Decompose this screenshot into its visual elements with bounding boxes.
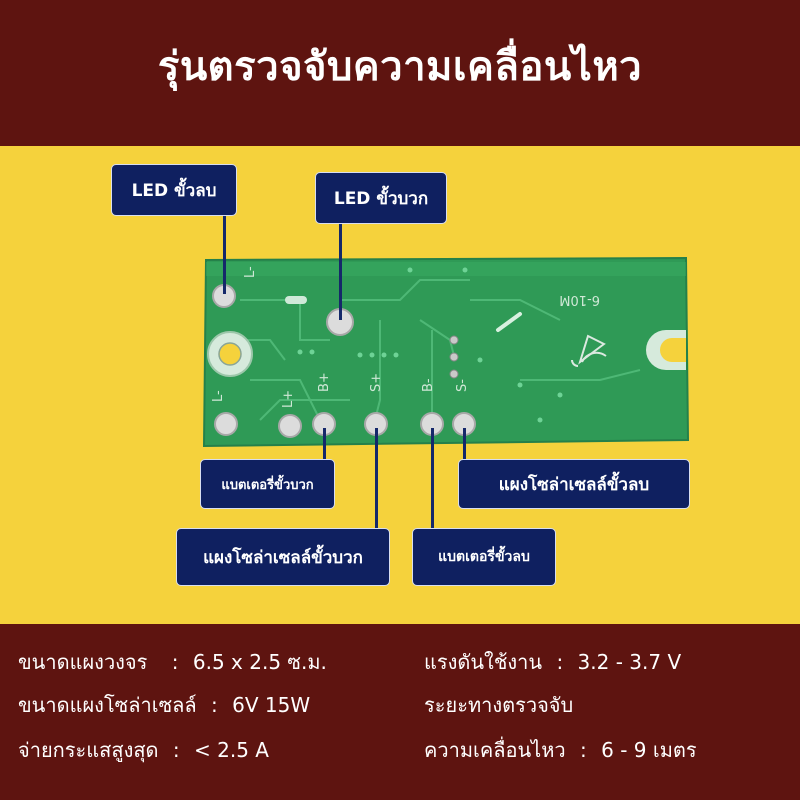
- spec-separator: :: [172, 738, 180, 762]
- sensor-pins: [449, 335, 459, 379]
- silk-l-plus: L+: [281, 390, 296, 408]
- spec-range-label-line1: ระยะทางตรวจจับ: [424, 689, 573, 721]
- silk-s-plus: S+: [369, 373, 384, 392]
- leader-led-negative: [223, 214, 226, 294]
- solder-pads: [212, 284, 476, 438]
- spec-board-size: ขนาดแผงวงจร : 6.5 x 2.5 ซ.ม.: [18, 646, 327, 678]
- callout-battery-negative: แบตเตอรี่ขั้วลบ: [412, 528, 556, 586]
- spec-solar-size: ขนาดแผงโซล่าเซลล์ : 6V 15W: [18, 689, 310, 721]
- silk-b-minus: B-: [421, 378, 436, 392]
- spec-board-size-label: ขนาดแผงวงจร: [18, 650, 148, 674]
- silk-l-minus-bottom: L-: [211, 390, 226, 402]
- pcb-vias: [297, 267, 563, 423]
- header-banner: รุ่นตรวจจับความเคลื่อนไหว: [0, 0, 800, 146]
- spec-board-size-value: 6.5 x 2.5 ซ.ม.: [192, 650, 327, 674]
- spec-separator: :: [556, 650, 564, 674]
- spec-max-current: จ่ายกระแสสูงสุด : < 2.5 A: [18, 734, 269, 766]
- radar-icon: [571, 334, 607, 367]
- leader-battery-negative: [431, 428, 434, 528]
- spec-voltage: แรงดันใช้งาน : 3.2 - 3.7 V: [424, 646, 681, 678]
- spec-separator: :: [211, 693, 218, 717]
- leader-led-positive: [339, 222, 342, 320]
- leader-solar-positive: [375, 428, 378, 528]
- callout-battery-positive: แบตเตอรี่ขั้วบวก: [200, 459, 335, 509]
- callout-led-positive: LED ขั้วบวก: [315, 172, 447, 224]
- spec-voltage-label: แรงดันใช้งาน: [424, 650, 543, 674]
- callout-solar-negative: แผงโซล่าเซลล์ขั้วลบ: [458, 459, 690, 509]
- silk-l-minus: L-: [243, 266, 258, 278]
- spec-range-value: 6 - 9 เมตร: [601, 738, 697, 762]
- spec-max-current-value: < 2.5 A: [194, 738, 269, 762]
- silk-b-plus: B+: [317, 372, 332, 392]
- leader-solar-negative: [463, 428, 466, 462]
- spec-range: ความเคลื่อนไหว : 6 - 9 เมตร: [424, 734, 697, 766]
- spec-max-current-label: จ่ายกระแสสูงสุด: [18, 738, 159, 762]
- specs-panel: [0, 624, 800, 800]
- callout-led-negative: LED ขั้วลบ: [111, 164, 237, 216]
- spec-separator: :: [580, 738, 587, 762]
- spec-range-label-1: ระยะทางตรวจจับ: [424, 693, 574, 717]
- pcb-board: [202, 256, 690, 448]
- leader-battery-positive: [323, 428, 326, 462]
- spec-solar-size-label: ขนาดแผงโซล่าเซลล์: [18, 693, 197, 717]
- callout-solar-positive: แผงโซล่าเซลล์ขั้วบวก: [176, 528, 390, 586]
- page-title: รุ่นตรวจจับความเคลื่อนไหว: [157, 44, 643, 90]
- spec-solar-size-value: 6V 15W: [232, 693, 311, 717]
- silk-s-minus: S-: [455, 379, 470, 392]
- spec-range-label-2: ความเคลื่อนไหว: [424, 738, 566, 762]
- smd-pad: [285, 296, 307, 304]
- silk-model: 6-10M: [559, 292, 600, 307]
- spec-separator: :: [171, 650, 179, 674]
- spec-voltage-value: 3.2 - 3.7 V: [577, 650, 682, 674]
